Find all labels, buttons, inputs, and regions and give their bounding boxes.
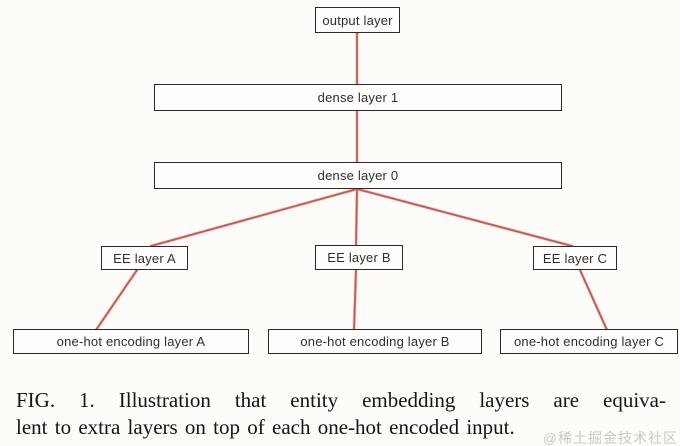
edge-ee-c-to-onehot-c — [579, 269, 608, 331]
edge-dense0-to-ee-b — [355, 188, 358, 247]
node-onehot-layer-b: one-hot encoding layer B — [268, 329, 482, 354]
node-onehot-layer-c: one-hot encoding layer C — [500, 329, 678, 354]
caption-line-1: FIG. 1. Illustration that entity embeddi… — [16, 388, 666, 412]
node-label: EE layer C — [542, 250, 608, 266]
edge-ee-a-to-onehot-a — [95, 269, 138, 331]
node-ee-layer-a: EE layer A — [101, 246, 188, 270]
figure-caption: FIG. 1. Illustration that entity embeddi… — [16, 387, 666, 441]
edge-ee-b-to-onehot-b — [353, 269, 357, 331]
node-dense-layer-0: dense layer 0 — [154, 162, 562, 189]
edge-dense0-to-ee-a — [150, 188, 358, 247]
node-label: one-hot encoding layer C — [513, 334, 665, 349]
watermark: @稀土掘金技术社区 — [542, 430, 678, 446]
node-label: one-hot encoding layer B — [300, 334, 450, 349]
edge-dense0-to-ee-c — [356, 188, 573, 247]
node-dense-layer-1: dense layer 1 — [154, 84, 562, 111]
node-label: one-hot encoding layer A — [56, 334, 206, 349]
node-label: EE layer B — [327, 250, 391, 265]
node-label: output layer — [322, 12, 393, 28]
node-ee-layer-c: EE layer C — [533, 246, 617, 270]
node-label: dense layer 1 — [317, 90, 399, 105]
edges-svg — [94, 31, 609, 332]
caption-line-2: lent to extra layers on top of each one-… — [16, 415, 515, 439]
node-onehot-layer-a: one-hot encoding layer A — [13, 329, 249, 354]
node-output-layer: output layer — [315, 7, 400, 33]
node-label: dense layer 0 — [317, 168, 399, 183]
node-ee-layer-b: EE layer B — [315, 245, 403, 270]
node-label: EE layer A — [113, 250, 176, 266]
